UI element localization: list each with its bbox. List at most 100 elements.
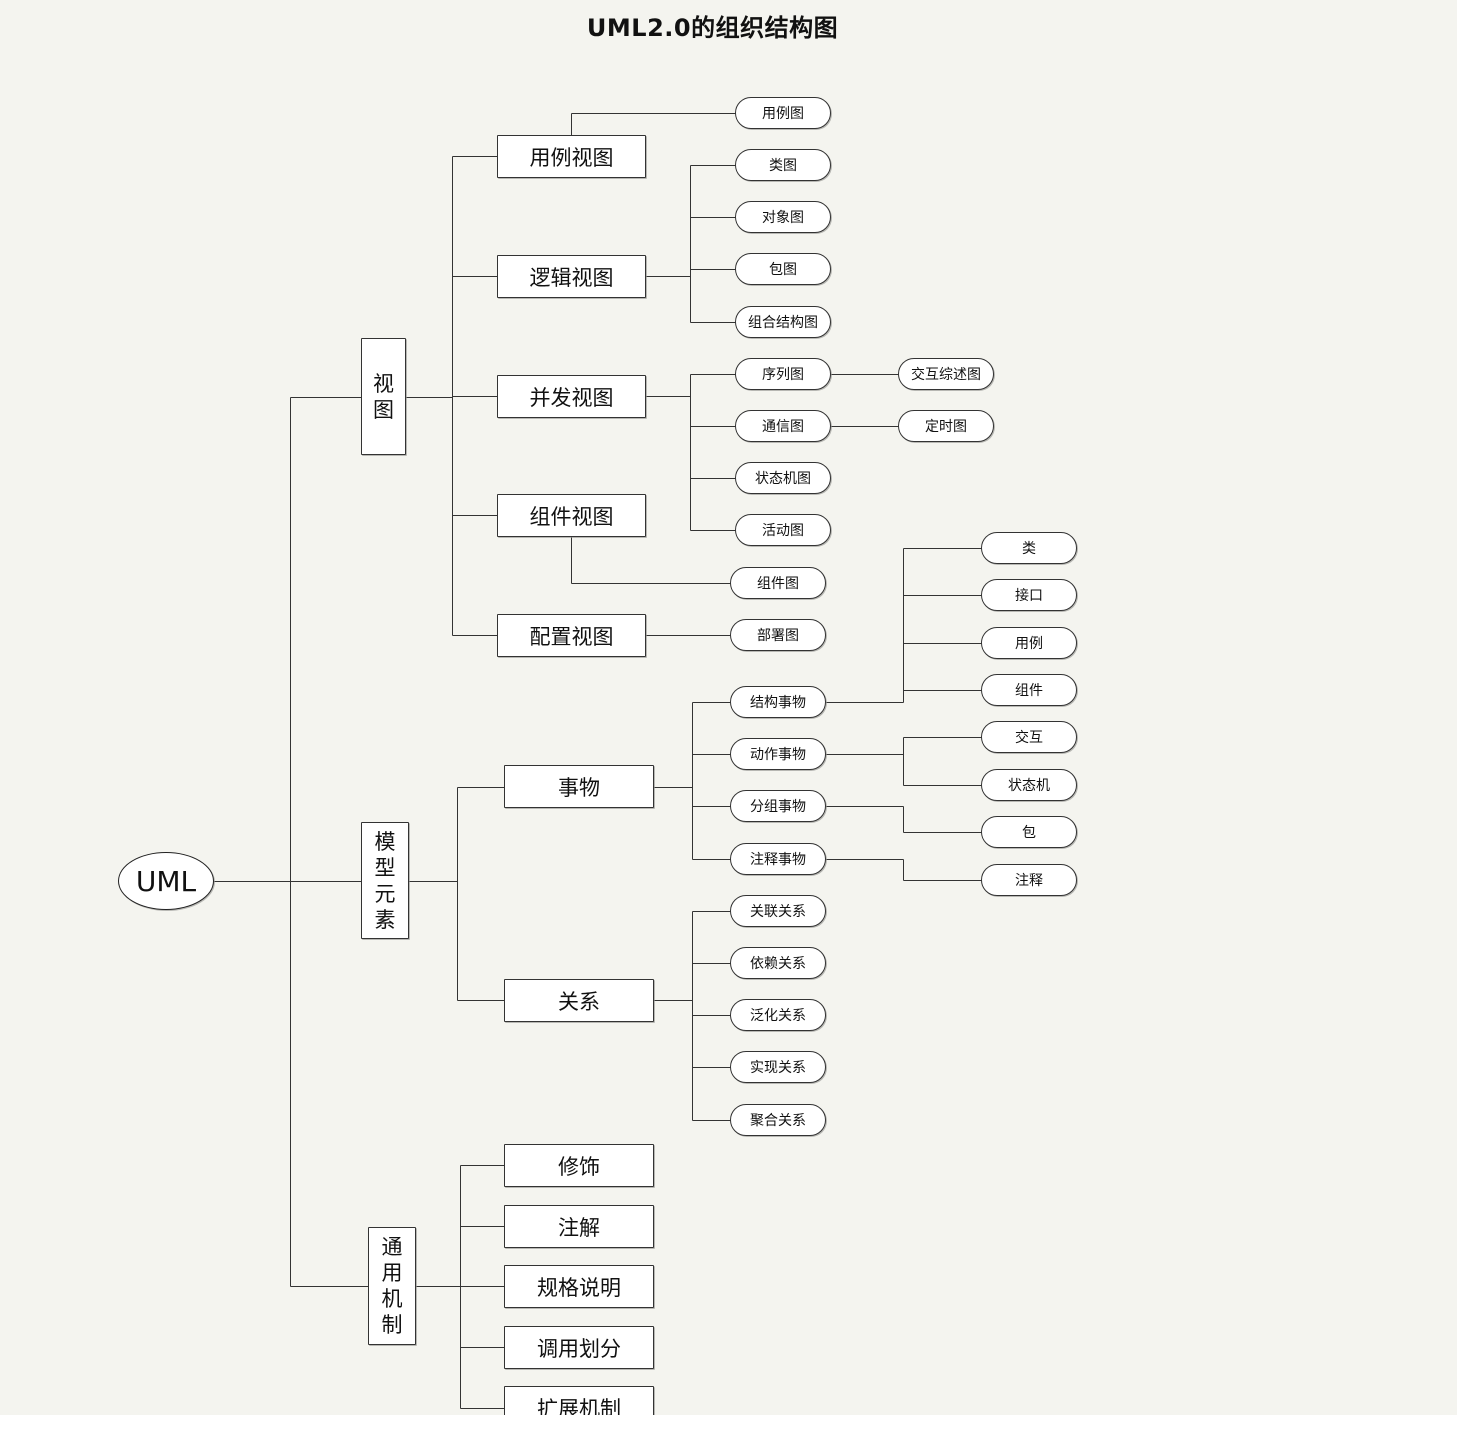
leaf-package-label: 包: [1022, 825, 1036, 841]
root-node-label: UML: [135, 864, 197, 898]
leaf-interaction-label: 交互: [1015, 730, 1043, 746]
node-deployment-view-label: 配置视图: [529, 624, 614, 649]
node-specifications[interactable]: 规格说明: [504, 1265, 654, 1308]
leaf-annotational-things[interactable]: 注释事物: [730, 843, 826, 875]
node-notes[interactable]: 注解: [504, 1205, 654, 1248]
leaf-structural-things-label: 结构事物: [750, 695, 806, 711]
node-model-elements-label: 模型元素: [375, 829, 396, 933]
leaf-package-diagram[interactable]: 包图: [735, 253, 831, 285]
leaf-state-machine-diagram[interactable]: 状态机图: [735, 462, 831, 494]
node-common-mechanisms-label: 通用机制: [382, 1234, 403, 1338]
leaf-association[interactable]: 关联关系: [730, 895, 826, 927]
node-adornments[interactable]: 修饰: [504, 1144, 654, 1187]
leaf-class-diagram[interactable]: 类图: [735, 149, 831, 181]
vertical-char: 制: [381, 1313, 403, 1337]
node-model-elements[interactable]: 模型元素: [361, 822, 409, 939]
leaf-deployment-diagram-label: 部署图: [757, 628, 799, 644]
leaf-object-diagram[interactable]: 对象图: [735, 201, 831, 233]
leaf-activity-diagram-label: 活动图: [762, 523, 804, 539]
node-common-divisions-label: 调用划分: [537, 1336, 621, 1361]
leaf-sequence-diagram-label: 序列图: [762, 367, 804, 383]
leaf-generalization-label: 泛化关系: [750, 1008, 806, 1024]
leaf-use-case-diagram[interactable]: 用例图: [735, 97, 831, 129]
leaf-behavioral-things[interactable]: 动作事物: [730, 738, 826, 770]
leaf-realization-label: 实现关系: [750, 1060, 806, 1076]
leaf-activity-diagram[interactable]: 活动图: [735, 514, 831, 546]
leaf-grouping-things-label: 分组事物: [750, 799, 806, 815]
leaf-structural-things[interactable]: 结构事物: [730, 686, 826, 718]
node-views-label: 视图: [373, 371, 394, 423]
leaf-composite-structure-diagram-label: 组合结构图: [748, 315, 818, 331]
node-things-label: 事物: [558, 775, 600, 800]
leaf-interaction-overview-diagram[interactable]: 交互综述图: [898, 358, 994, 390]
root-node[interactable]: UML: [118, 852, 214, 910]
vertical-char: 视: [373, 371, 394, 396]
leaf-aggregation[interactable]: 聚合关系: [730, 1104, 826, 1136]
vertical-char: 元: [374, 881, 396, 906]
leaf-annotational-things-label: 注释事物: [750, 852, 806, 868]
leaf-state-machine-label: 状态机: [1008, 778, 1050, 794]
leaf-interaction-overview-diagram-label: 交互综述图: [911, 367, 981, 383]
node-things[interactable]: 事物: [504, 765, 654, 808]
leaf-use-case-label: 用例: [1015, 636, 1043, 652]
leaf-realization[interactable]: 实现关系: [730, 1051, 826, 1083]
vertical-char: 模: [374, 829, 396, 854]
node-notes-label: 注解: [558, 1215, 600, 1240]
leaf-timing-diagram[interactable]: 定时图: [898, 410, 994, 442]
vertical-char: 用: [381, 1261, 403, 1285]
node-deployment-view[interactable]: 配置视图: [497, 614, 646, 657]
node-component-view[interactable]: 组件视图: [497, 494, 646, 537]
node-concurrency-view[interactable]: 并发视图: [497, 375, 646, 418]
leaf-component-diagram[interactable]: 组件图: [730, 567, 826, 599]
leaf-note-label: 注释: [1015, 873, 1043, 889]
leaf-behavioral-things-label: 动作事物: [750, 747, 806, 763]
leaf-class-label: 类: [1022, 541, 1036, 557]
node-component-view-label: 组件视图: [529, 504, 614, 529]
vertical-char: 图: [373, 397, 394, 422]
vertical-char: 机: [381, 1287, 403, 1311]
vertical-char: 素: [374, 907, 396, 932]
leaf-interface[interactable]: 接口: [981, 579, 1077, 611]
leaf-sequence-diagram[interactable]: 序列图: [735, 358, 831, 390]
leaf-dependency[interactable]: 依赖关系: [730, 947, 826, 979]
node-use-case-view-label: 用例视图: [529, 145, 614, 170]
leaf-communication-diagram[interactable]: 通信图: [735, 410, 831, 442]
node-views[interactable]: 视图: [361, 338, 406, 455]
leaf-state-machine[interactable]: 状态机: [981, 769, 1077, 801]
node-extensibility[interactable]: 扩展机制: [504, 1386, 654, 1415]
node-use-case-view[interactable]: 用例视图: [497, 135, 646, 178]
leaf-class-diagram-label: 类图: [769, 158, 797, 174]
leaf-interface-label: 接口: [1015, 588, 1043, 604]
leaf-grouping-things[interactable]: 分组事物: [730, 790, 826, 822]
leaf-class[interactable]: 类: [981, 532, 1077, 564]
leaf-use-case-diagram-label: 用例图: [762, 106, 804, 122]
leaf-component[interactable]: 组件: [981, 674, 1077, 706]
leaf-package[interactable]: 包: [981, 816, 1077, 848]
leaf-composite-structure-diagram[interactable]: 组合结构图: [735, 306, 831, 338]
leaf-association-label: 关联关系: [750, 904, 806, 920]
node-logical-view[interactable]: 逻辑视图: [497, 255, 646, 298]
bottom-margin: [0, 1415, 1457, 1440]
leaf-generalization[interactable]: 泛化关系: [730, 999, 826, 1031]
node-relationships-label: 关系: [558, 989, 600, 1014]
vertical-char: 通: [381, 1235, 403, 1259]
leaf-use-case[interactable]: 用例: [981, 627, 1077, 659]
node-common-mechanisms[interactable]: 通用机制: [368, 1227, 416, 1345]
diagram-title: UML2.0的组织结构图: [586, 14, 839, 42]
leaf-component-diagram-label: 组件图: [757, 576, 799, 592]
leaf-timing-diagram-label: 定时图: [925, 419, 967, 435]
vertical-char: 型: [374, 855, 396, 880]
leaf-deployment-diagram[interactable]: 部署图: [730, 619, 826, 651]
leaf-state-machine-diagram-label: 状态机图: [755, 471, 811, 487]
node-concurrency-view-label: 并发视图: [529, 385, 614, 410]
node-common-divisions[interactable]: 调用划分: [504, 1326, 654, 1369]
leaf-dependency-label: 依赖关系: [750, 956, 806, 972]
node-relationships[interactable]: 关系: [504, 979, 654, 1022]
leaf-note[interactable]: 注释: [981, 864, 1077, 896]
leaf-interaction[interactable]: 交互: [981, 721, 1077, 753]
leaf-package-diagram-label: 包图: [769, 262, 797, 278]
node-extensibility-label: 扩展机制: [537, 1396, 621, 1416]
node-adornments-label: 修饰: [558, 1154, 600, 1179]
